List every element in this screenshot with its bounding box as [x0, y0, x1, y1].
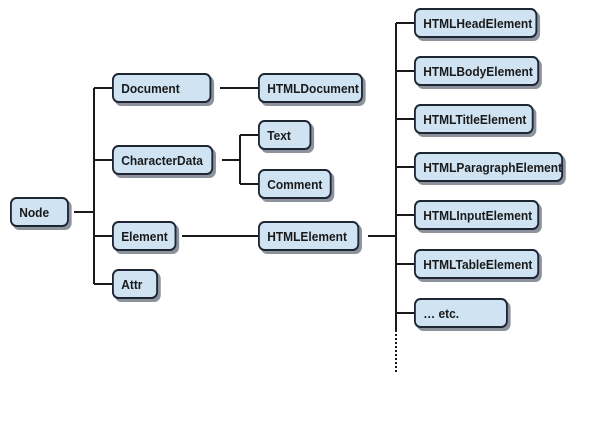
node-box: Node	[10, 197, 69, 227]
character-data-box: CharacterData	[112, 145, 214, 175]
attr-box: Attr	[112, 269, 158, 299]
etc-box: … etc.	[414, 298, 508, 328]
html-element-box: HTMLElement	[258, 221, 360, 251]
html-paragraph-element-box: HTMLParagraphElement	[414, 152, 564, 182]
html-document-box: HTMLDocument	[258, 73, 363, 103]
html-body-element-box: HTMLBodyElement	[414, 56, 540, 86]
html-table-element-box: HTMLTableElement	[414, 249, 540, 279]
element-box: Element	[112, 221, 177, 251]
document-box: Document	[112, 73, 212, 103]
comment-box: Comment	[258, 169, 332, 199]
html-input-element-box: HTMLInputElement	[414, 200, 540, 230]
html-title-element-box: HTMLTitleElement	[414, 104, 534, 134]
html-head-element-box: HTMLHeadElement	[414, 8, 538, 38]
text-box: Text	[258, 120, 312, 150]
